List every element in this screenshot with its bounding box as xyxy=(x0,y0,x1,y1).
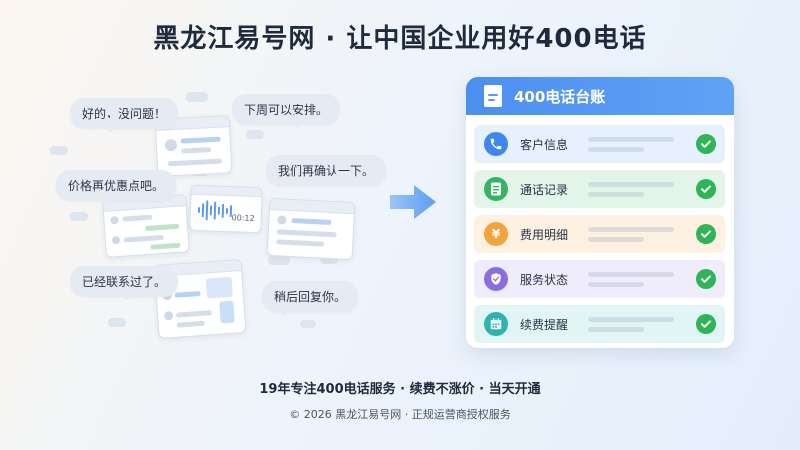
ledger-row[interactable]: 客户信息 xyxy=(474,125,725,163)
placeholder-line xyxy=(588,272,674,277)
shard xyxy=(320,256,338,264)
chat-bubble: 好的，没问题！ xyxy=(70,98,179,129)
shield-check-icon xyxy=(484,267,508,291)
shard xyxy=(108,318,126,327)
ledger-row-label: 通话记录 xyxy=(520,182,569,197)
audio-time: 00:12 xyxy=(231,213,255,224)
check-icon xyxy=(696,224,716,244)
page-title: 黑龙江易号网 · 让中国企业用好400电话 xyxy=(153,24,647,54)
waveform-icon xyxy=(197,200,233,221)
placeholder-line xyxy=(588,227,674,232)
tagline: 19年专注400电话服务 · 续费不涨价 · 当天开通 xyxy=(259,382,541,397)
ledger-panel-header: 400电话台账 xyxy=(466,77,734,115)
chat-bubble: 我们再确认一下。 xyxy=(266,155,387,186)
check-icon xyxy=(696,314,716,334)
phone-icon xyxy=(484,132,508,156)
check-icon xyxy=(696,134,716,154)
ledger-row-label: 续费提醒 xyxy=(520,317,569,332)
chat-bubble: 稍后回复你。 xyxy=(262,281,359,312)
shard xyxy=(300,320,316,328)
placeholder-line xyxy=(588,147,644,152)
chat-card xyxy=(102,194,190,258)
shard xyxy=(246,130,264,139)
ledger-row-label: 客户信息 xyxy=(520,137,569,152)
check-icon xyxy=(696,269,716,289)
shard xyxy=(70,212,88,221)
copyright: © 2026 黑龙江易号网 · 正规运营商授权服务 xyxy=(289,408,511,421)
ledger-row[interactable]: 续费提醒 xyxy=(474,305,725,343)
shard xyxy=(268,256,290,265)
ledger-row-label: 服务状态 xyxy=(520,272,569,287)
placeholder-line xyxy=(588,317,674,322)
ledger-row[interactable]: 服务状态 xyxy=(474,260,725,298)
document-icon xyxy=(484,85,502,107)
chat-card xyxy=(266,197,356,261)
chat-bubble: 价格再优惠点吧。 xyxy=(56,170,177,201)
shard xyxy=(186,92,208,102)
ledger-panel-title: 400电话台账 xyxy=(514,87,606,106)
placeholder-line xyxy=(588,137,674,142)
arrow-right-icon xyxy=(390,185,436,219)
placeholder-line xyxy=(588,182,674,187)
ledger-row-label: 费用明细 xyxy=(520,227,569,242)
ledger-row[interactable]: 通话记录 xyxy=(474,170,725,208)
placeholder-line xyxy=(588,327,644,332)
ledger-row[interactable]: ¥ 费用明细 xyxy=(474,215,725,253)
placeholder-line xyxy=(588,237,644,242)
placeholder-line xyxy=(588,192,644,197)
chat-bubble: 下周可以安排。 xyxy=(232,94,341,125)
document-icon xyxy=(484,177,508,201)
ledger-panel: 400电话台账 客户信息通话记录 ¥ 费用明细服务状态续费提醒 xyxy=(466,77,734,348)
calendar-icon xyxy=(484,312,508,336)
audio-card: 00:12 xyxy=(189,184,263,234)
yuan-glyph: ¥ xyxy=(491,227,501,241)
placeholder-line xyxy=(588,282,644,287)
shard xyxy=(50,146,68,155)
check-icon xyxy=(696,179,716,199)
yuan-icon: ¥ xyxy=(484,222,508,246)
